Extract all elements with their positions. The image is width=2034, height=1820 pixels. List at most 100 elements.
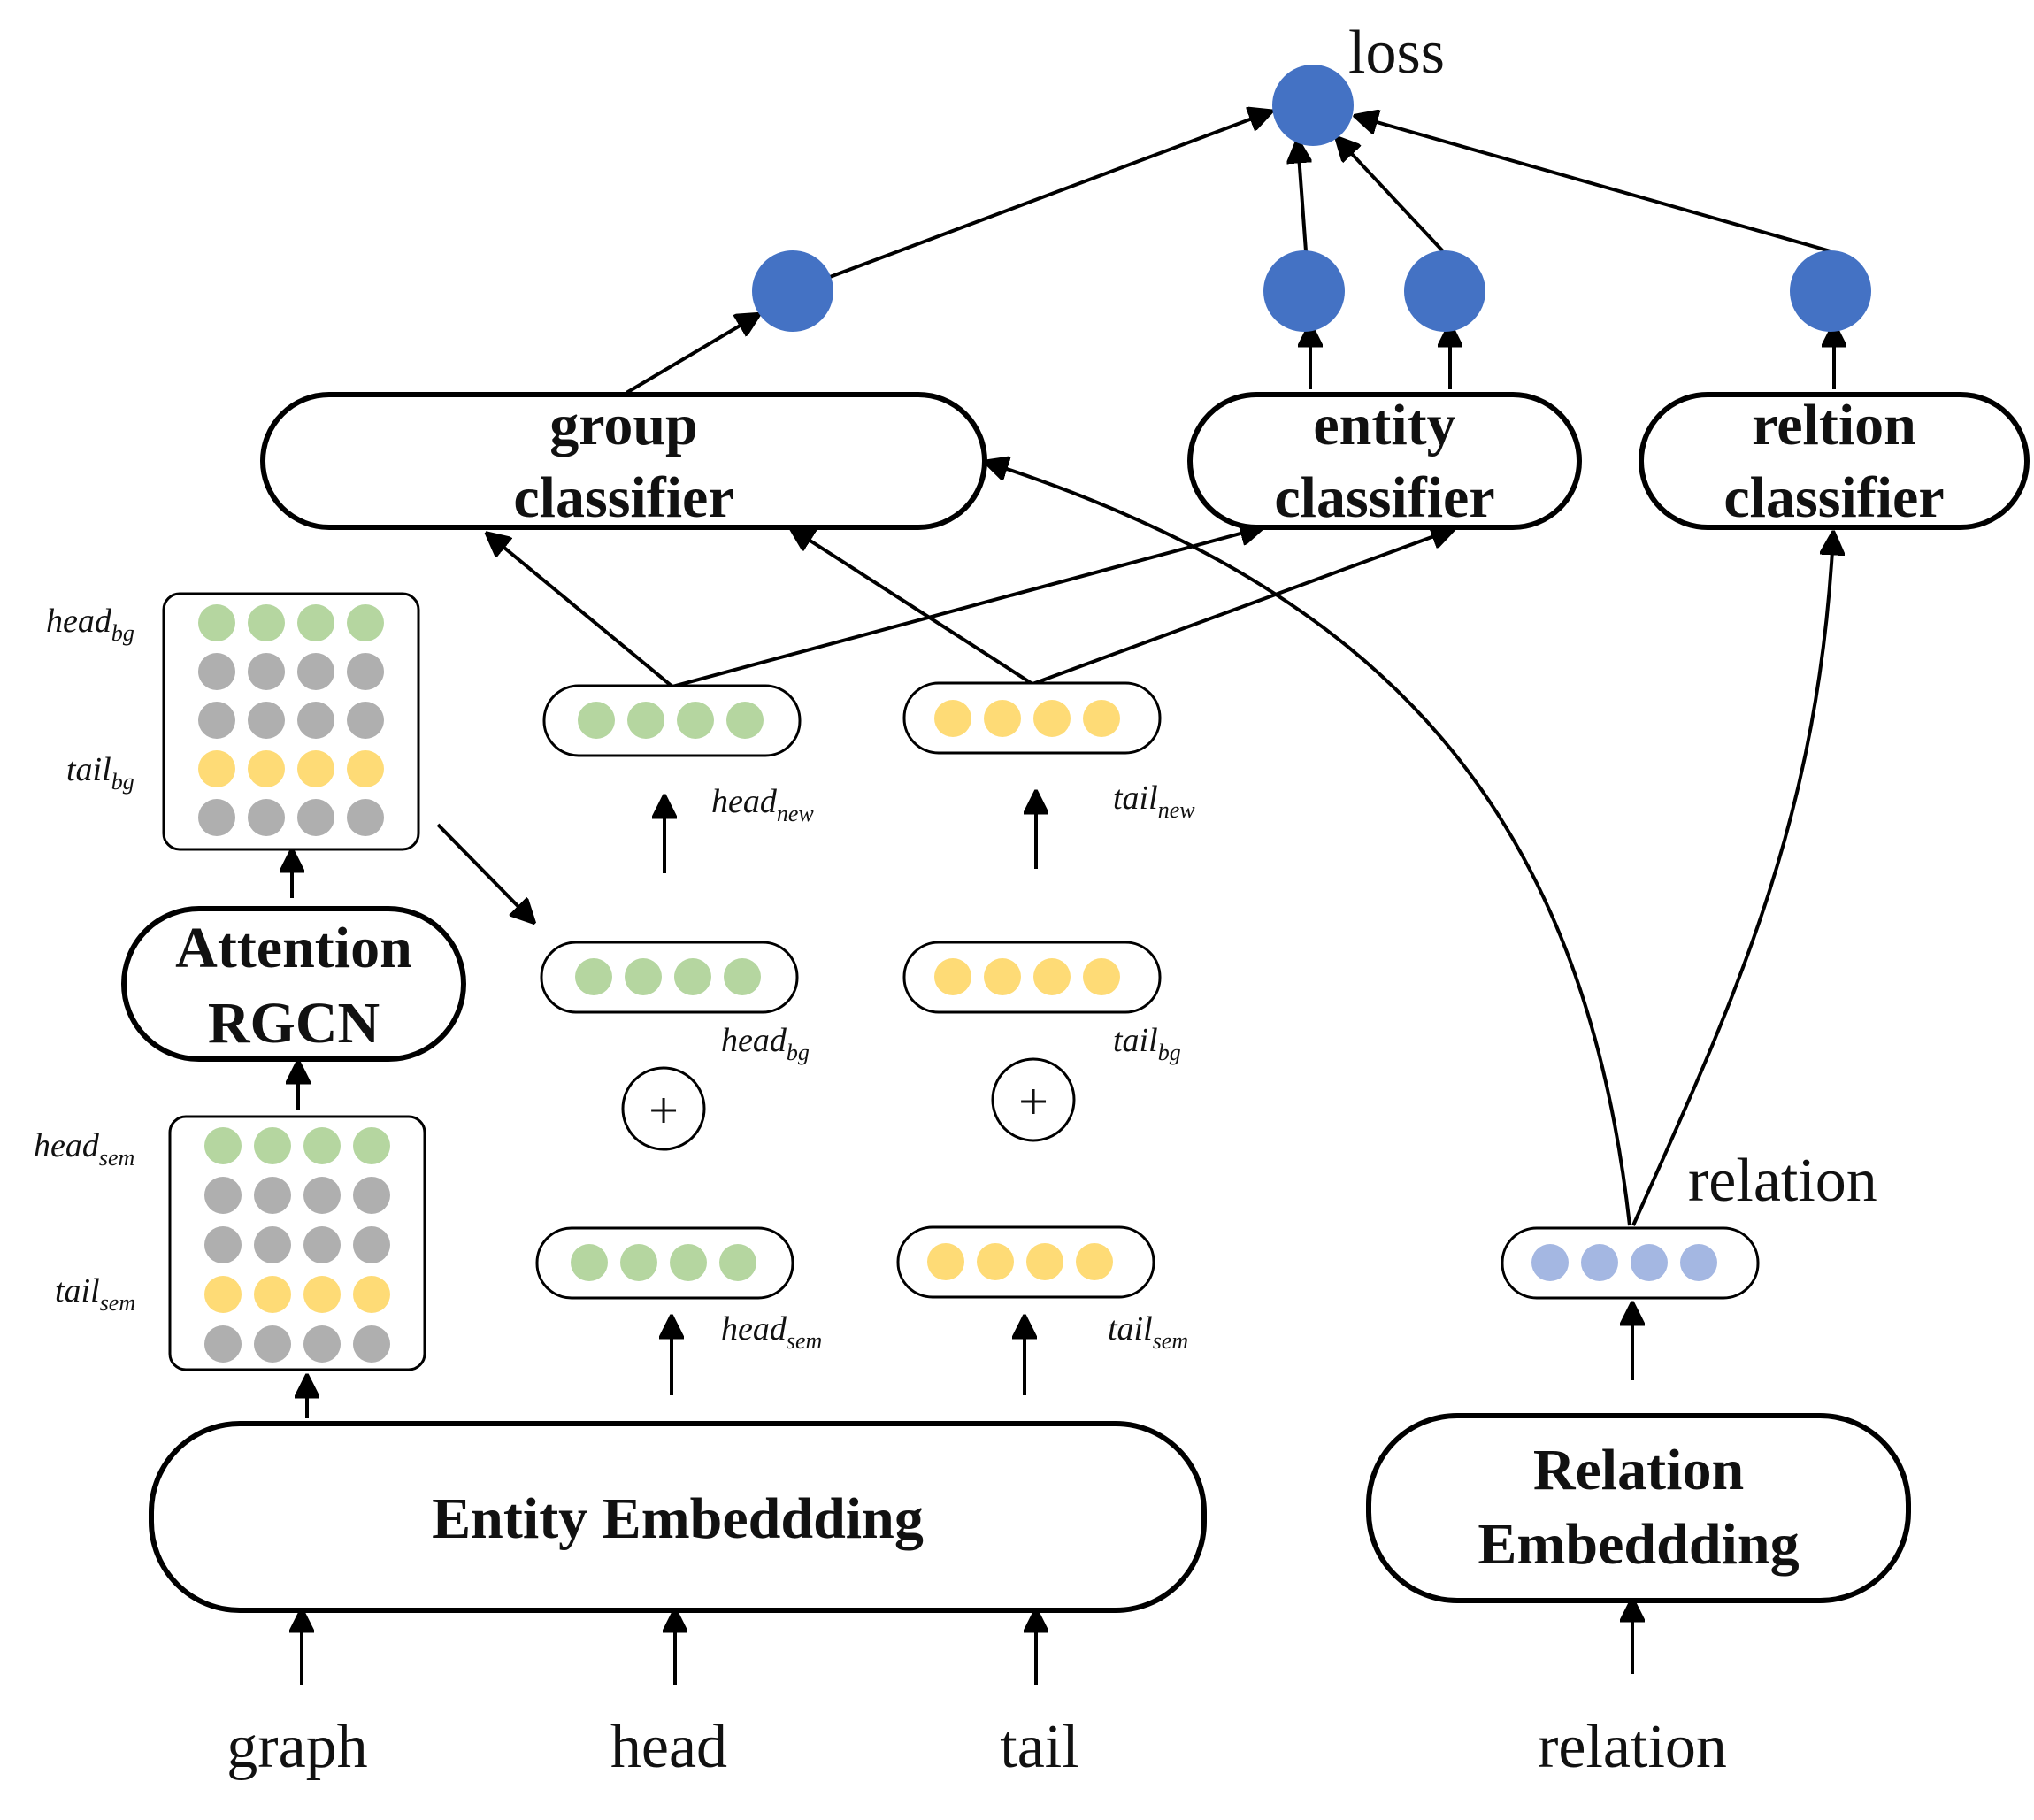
matrix-dot (297, 653, 334, 690)
background-matrix: headbg tailbg (46, 592, 420, 851)
matrix-sem-bottom-base: tail (55, 1272, 100, 1309)
vector-head-new (542, 684, 802, 757)
matrix-dot (347, 604, 384, 641)
vector-dot (620, 1244, 657, 1281)
matrix-dot (204, 1127, 242, 1164)
vector-dot (1083, 958, 1120, 995)
arrow-matrix-bg-to-headbg (436, 823, 532, 920)
tail-sem-base: tail (1108, 1310, 1153, 1348)
matrix-dot (248, 799, 285, 836)
loss-node (1272, 65, 1354, 146)
loss-label: loss (1348, 19, 1445, 87)
vector-head-bg (540, 941, 799, 1014)
vector-dot (719, 1244, 756, 1281)
entity-classifier-line1: entity (1313, 393, 1455, 457)
matrix-dot (198, 799, 235, 836)
arrow-tailnew-to-entity (1032, 530, 1451, 686)
vector-dot (1076, 1243, 1113, 1280)
matrix-bg-dots (198, 604, 384, 836)
vector-head-sem-dots (571, 1244, 756, 1281)
vector-tail-new-dots (934, 700, 1120, 737)
entity-classifier-line2: classifier (1274, 465, 1494, 530)
vector-tail-new-label: tailnew (1113, 779, 1195, 823)
vector-dot (1680, 1244, 1717, 1281)
relation-classifier-box (1639, 392, 2030, 530)
vector-dot (575, 958, 612, 995)
vector-dot (625, 958, 662, 995)
tail-new-base: tail (1113, 779, 1158, 817)
matrix-dot (248, 653, 285, 690)
vector-dot (571, 1244, 608, 1281)
inputs: graph head tail relation (226, 1713, 1727, 1781)
matrix-dot (353, 1127, 390, 1164)
matrix-bg-top-base: head (46, 603, 112, 640)
vector-tail-bg-label: tailbg (1113, 1022, 1181, 1065)
matrix-dot (303, 1276, 341, 1313)
matrix-dot (198, 604, 235, 641)
entity-output-node-1 (1263, 250, 1345, 332)
output-nodes: loss (752, 19, 1871, 332)
relation-embedding-line1: Relation (1533, 1438, 1744, 1502)
plus-circle-head (621, 1066, 706, 1151)
matrix-sem-bottom-sub: sem (100, 1290, 135, 1316)
matrix-dot (248, 750, 285, 787)
matrix-dot (198, 653, 235, 690)
classifiers: group classifier entity classifier relti… (260, 392, 2030, 530)
vector-dot (1083, 700, 1120, 737)
matrix-sem-dots (204, 1127, 390, 1363)
vector-dot (578, 702, 615, 739)
matrix-dot (347, 750, 384, 787)
curve-relation-to-group (988, 463, 1631, 1226)
vector-dot (726, 702, 764, 739)
vector-dot (1581, 1244, 1618, 1281)
vector-dot (1033, 700, 1071, 737)
vector-head-sem-label: headsem (721, 1310, 822, 1354)
matrix-dot (303, 1177, 341, 1214)
matrix-dot (198, 750, 235, 787)
matrix-sem-top-sub: sem (99, 1145, 134, 1171)
relation-output-node (1790, 250, 1871, 332)
arrow-entity-node1-to-loss (1298, 143, 1306, 252)
attention-rgcn-box (121, 906, 466, 1062)
entity-embedding-label: Entity Embeddding (432, 1486, 924, 1551)
matrix-dot (248, 702, 285, 739)
head-sem-base: head (721, 1310, 787, 1348)
vector-dot (977, 1243, 1014, 1280)
matrix-dot (303, 1127, 341, 1164)
vector-relation-dots (1531, 1244, 1717, 1281)
vector-dot (1033, 958, 1071, 995)
matrix-dot (353, 1177, 390, 1214)
vector-dot (984, 958, 1021, 995)
vector-head-bg-dots (575, 958, 761, 995)
vector-head-new-dots (578, 702, 764, 739)
plus-circle-tail (991, 1057, 1076, 1142)
embeddings: Entity Embeddding Relation Embeddding (149, 1413, 1911, 1613)
arrow-entity-node2-to-loss (1339, 140, 1445, 253)
matrix-dot (204, 1177, 242, 1214)
vector-relation-label: relation (1688, 1147, 1877, 1215)
vector-dot (1026, 1243, 1063, 1280)
relation-embedding-line2: Embeddding (1478, 1512, 1799, 1577)
relation-classifier-line2: classifier (1723, 465, 1944, 530)
arrow-relation-node-to-loss (1358, 117, 1831, 253)
vector-dot (934, 958, 971, 995)
attention-rgcn-line1: Attention (175, 916, 412, 980)
matrix-dot (297, 799, 334, 836)
matrix-dot (204, 1276, 242, 1313)
group-classifier-line2: classifier (513, 465, 733, 530)
attention-rgcn-block: Attention RGCN (121, 906, 466, 1062)
matrix-dot (347, 653, 384, 690)
matrix-sem-bottom-label: tailsem (55, 1272, 135, 1316)
relation-embedding-box (1366, 1413, 1911, 1603)
vector-dot (677, 702, 714, 739)
arrow-headnew-to-entity (672, 528, 1260, 688)
matrix-dot (248, 604, 285, 641)
tail-bg-sub: bg (1158, 1040, 1181, 1065)
vector-dot (934, 700, 971, 737)
matrix-dot (353, 1226, 390, 1263)
vector-dot (724, 958, 761, 995)
input-tail-label: tail (1000, 1713, 1078, 1781)
arrow-group-node-to-loss (829, 112, 1269, 279)
vector-dot (670, 1244, 707, 1281)
vector-dot (1631, 1244, 1668, 1281)
